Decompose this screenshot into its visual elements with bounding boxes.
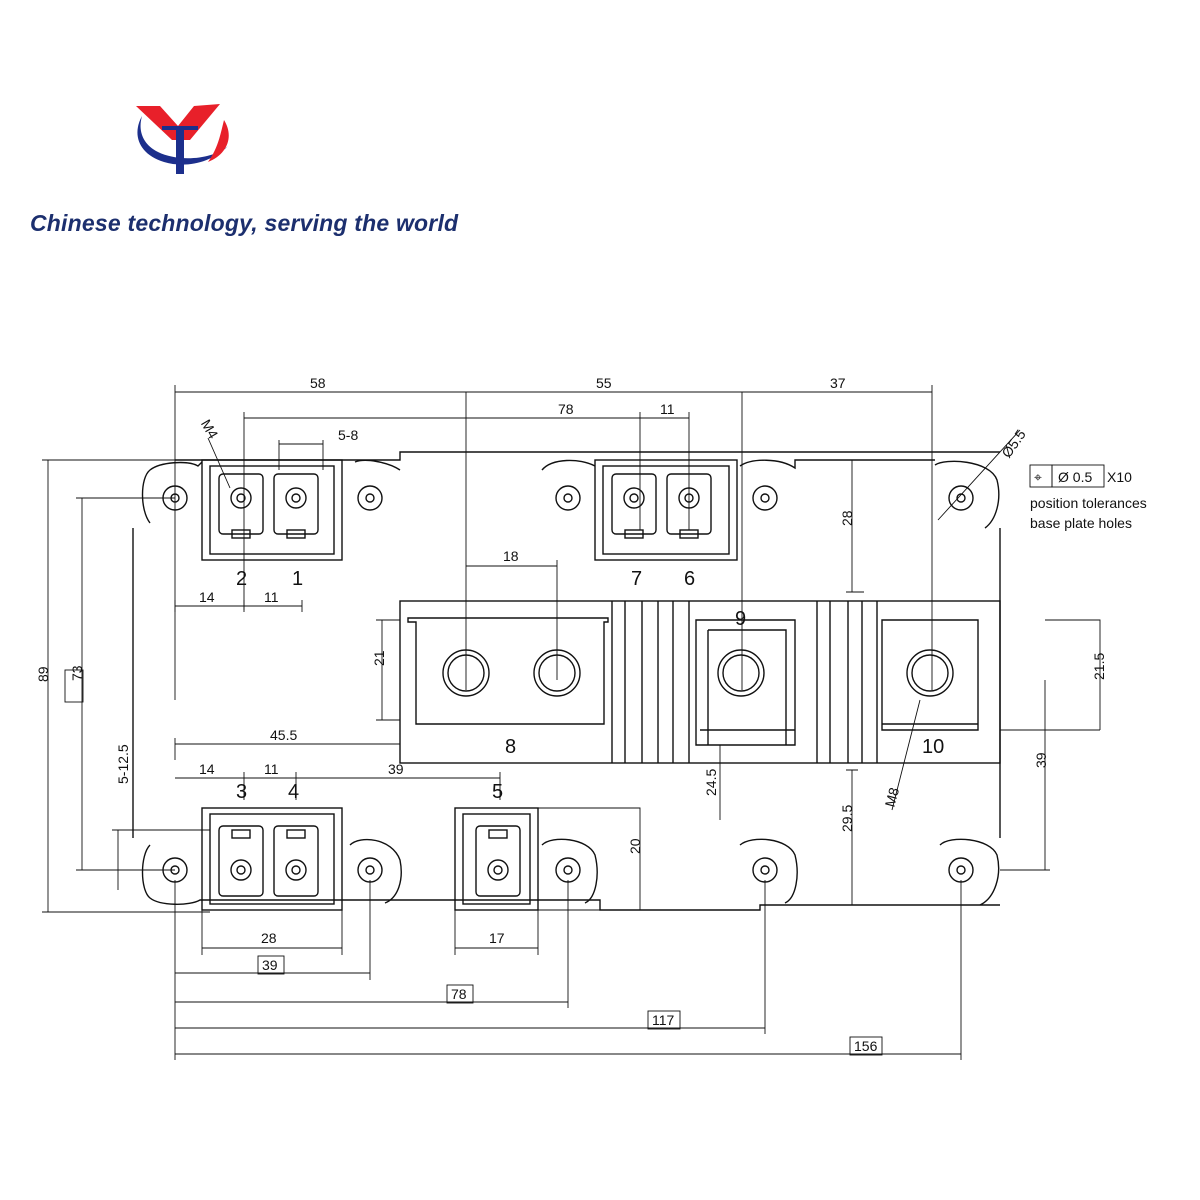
- logo-stem: [176, 126, 184, 174]
- dim-17: 17: [489, 930, 505, 946]
- dim-73-boxed: 73: [69, 665, 85, 681]
- terminal-box-6-7: [594, 459, 738, 561]
- company-logo: [136, 104, 229, 174]
- dim-24-5: 24.5: [703, 769, 719, 796]
- dim-55: 55: [596, 375, 612, 391]
- dim-20: 20: [627, 838, 643, 854]
- dim-29-5: 29.5: [839, 805, 855, 832]
- dim-39-middle: 39: [388, 761, 404, 777]
- dim-156-boxed: 156: [854, 1038, 878, 1054]
- terminal-label-7: 7: [631, 568, 642, 590]
- dim-m4: M4: [198, 417, 222, 442]
- terminal-box-3-4: [201, 807, 343, 911]
- terminal-label-9: 9: [735, 608, 746, 630]
- terminal-box-1-2: [201, 459, 343, 561]
- terminal-label-1: 1: [292, 568, 303, 590]
- tolerance-value: Ø 0.5: [1058, 469, 1092, 485]
- dim-28-bottom: 28: [261, 930, 277, 946]
- terminal-label-10: 10: [922, 736, 944, 758]
- dim-28-right: 28: [839, 510, 855, 526]
- power-terminal-housing: [399, 600, 1001, 764]
- tagline: Chinese technology, serving the world: [30, 210, 459, 236]
- dim-39-right: 39: [1033, 752, 1049, 768]
- dim-37: 37: [830, 375, 846, 391]
- terminal-label-2: 2: [236, 568, 247, 590]
- dim-14-bottom: 14: [199, 761, 215, 777]
- terminal-box-5: [454, 807, 539, 911]
- dim-11-bottom: 11: [264, 761, 279, 777]
- dim-hole-diameter: Ø5.5: [998, 426, 1029, 460]
- dim-39-boxed: 39: [262, 957, 278, 973]
- screw-hole-10: [906, 649, 954, 697]
- dim-78-top: 78: [558, 401, 574, 417]
- tolerance-note-line2: base plate holes: [1030, 515, 1132, 531]
- dim-18: 18: [503, 548, 519, 564]
- dim-89: 89: [35, 666, 51, 682]
- dim-78-boxed: 78: [451, 986, 467, 1002]
- dim-58: 58: [310, 375, 326, 391]
- dim-5-12-5: 5-12.5: [115, 744, 131, 784]
- screw-hole-9: [717, 649, 765, 697]
- terminal-label-4: 4: [288, 781, 299, 803]
- dim-m8: M8: [882, 786, 903, 809]
- terminal-label-6: 6: [684, 568, 695, 590]
- terminal-label-5: 5: [492, 781, 503, 803]
- logo-red-v: [136, 104, 220, 140]
- dim-21: 21: [371, 650, 387, 666]
- dim-11-top-left: 11: [264, 589, 279, 605]
- dim-14-top: 14: [199, 589, 215, 605]
- logo-red-swoosh: [208, 120, 229, 162]
- terminal-label-8: 8: [505, 736, 516, 758]
- tolerance-symbol: ⌖: [1034, 469, 1042, 485]
- dim-21-5: 21.5: [1091, 653, 1107, 680]
- dim-11-top-right: 11: [660, 401, 675, 417]
- dim-117-boxed: 117: [652, 1012, 675, 1028]
- dim-5-8: 5-8: [338, 427, 358, 443]
- terminal-label-3: 3: [236, 781, 247, 803]
- tolerance-note-line1: position tolerances: [1030, 495, 1147, 511]
- tolerance-count: X10: [1107, 469, 1132, 485]
- dim-45-5: 45.5: [270, 727, 297, 743]
